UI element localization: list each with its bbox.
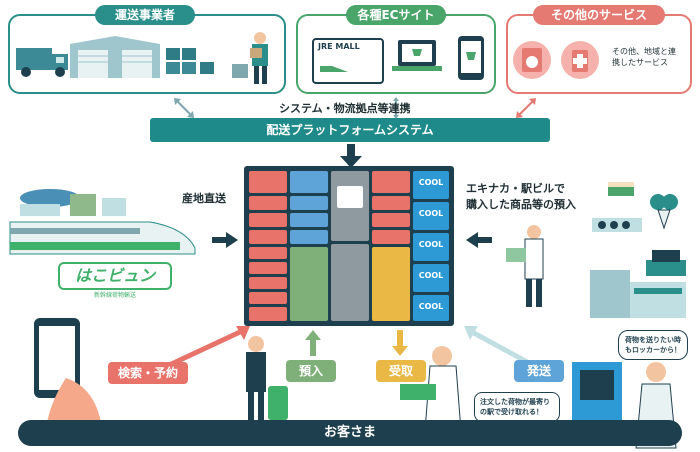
cool-label: COOL (418, 178, 444, 187)
locker-door[interactable] (372, 230, 410, 244)
right-arrow-icon (212, 232, 238, 248)
locker-door[interactable] (249, 230, 287, 244)
truck-icon (16, 48, 68, 77)
terminal-screen[interactable] (337, 186, 363, 208)
pickup-button[interactable]: 受取 (376, 360, 426, 382)
shoe-icon (320, 66, 348, 72)
cool-label: COOL (418, 271, 444, 280)
customer-bar (18, 420, 682, 446)
register-icon (646, 250, 686, 276)
double-arrow-icon (174, 98, 194, 118)
other-services-note: その他、地域と連携したサービス (612, 47, 676, 67)
locker-door[interactable] (372, 213, 410, 227)
warehouse-icon (70, 36, 160, 78)
cake-icon (608, 182, 634, 196)
station-purchase-label-1: エキナカ・駅ビルで (466, 182, 565, 195)
locker-door[interactable] (372, 171, 410, 193)
cool-label: COOL (418, 302, 444, 311)
hakobyun-subtitle: 新幹線荷物輸送 (93, 292, 136, 299)
smartphone-icon (458, 36, 484, 80)
platform-system-label: 配送プラットフォームシステム (266, 123, 434, 137)
cool-locker-door[interactable] (413, 202, 449, 230)
ec-label: 各種ECサイト (346, 5, 446, 25)
locker-door[interactable] (249, 213, 287, 227)
packages-icon (166, 48, 214, 74)
double-arrow-icon (516, 98, 536, 118)
locker-door[interactable] (331, 244, 369, 321)
search-reserve-button[interactable]: 検索・予約 (108, 362, 188, 384)
locker-door[interactable] (372, 247, 410, 321)
direct-from-farm-label: 産地直送 (182, 192, 226, 205)
hakobyun-logo: はこビュン (58, 262, 172, 290)
locker-door[interactable] (290, 230, 328, 244)
carriers-label: 運送事業者 (95, 5, 195, 25)
jre-mall-card (312, 38, 384, 84)
station-building-icon (590, 270, 686, 318)
produce-icon (20, 189, 126, 216)
delivery-worker-icon (232, 32, 268, 84)
cool-locker-door[interactable] (413, 264, 449, 292)
double-arrow-icon (393, 97, 399, 119)
locker-door[interactable] (249, 277, 287, 289)
locker-door[interactable] (249, 292, 287, 304)
send-button[interactable]: 発送 (514, 360, 564, 382)
sushi-icon (592, 218, 642, 232)
locker-door[interactable] (290, 171, 328, 193)
medicine-icon (561, 41, 599, 79)
laptop-icon (392, 40, 442, 71)
platform-system-bar (150, 118, 550, 142)
station-purchase-label-2: 購入した商品等の預入 (466, 198, 576, 211)
customer-label: お客さま (323, 425, 376, 440)
locker-door[interactable] (290, 213, 328, 227)
cool-locker-door[interactable] (413, 171, 449, 199)
shinkansen-icon (9, 221, 196, 255)
traveler-icon (246, 336, 288, 432)
locker-door[interactable] (372, 196, 410, 210)
up-arrow-icon (305, 330, 321, 356)
down-arrow-icon (392, 330, 408, 356)
clerk-icon (506, 225, 544, 307)
locker-door[interactable] (290, 247, 328, 321)
locker-door[interactable] (249, 262, 287, 274)
receive-speech-bubble: 注文した荷物が最寄りの駅で受け取れる！ (474, 392, 560, 422)
bouquet-icon (650, 194, 678, 230)
cool-label: COOL (418, 240, 444, 249)
locker-door[interactable] (249, 196, 287, 210)
other-label: その他のサービス (533, 5, 665, 25)
deposit-button[interactable]: 預入 (286, 360, 336, 382)
locker-door[interactable] (249, 307, 287, 321)
down-arrow-icon (340, 144, 362, 168)
locker-door[interactable] (249, 247, 287, 259)
send-speech-bubble: 荷物を送りたい時もロッカーから！ (618, 330, 688, 360)
laundry-icon (513, 41, 551, 79)
jre-mall-logo: JRE MALL (318, 42, 360, 51)
left-arrow-icon (466, 232, 492, 248)
system-link-label: システム・物流拠点等連携 (279, 102, 411, 115)
smartphone-hand-icon (34, 318, 102, 428)
cool-locker-door[interactable] (413, 295, 449, 321)
cool-locker-door[interactable] (413, 233, 449, 261)
locker-door[interactable] (249, 171, 287, 193)
cool-label: COOL (418, 209, 444, 218)
locker-door[interactable] (290, 196, 328, 210)
